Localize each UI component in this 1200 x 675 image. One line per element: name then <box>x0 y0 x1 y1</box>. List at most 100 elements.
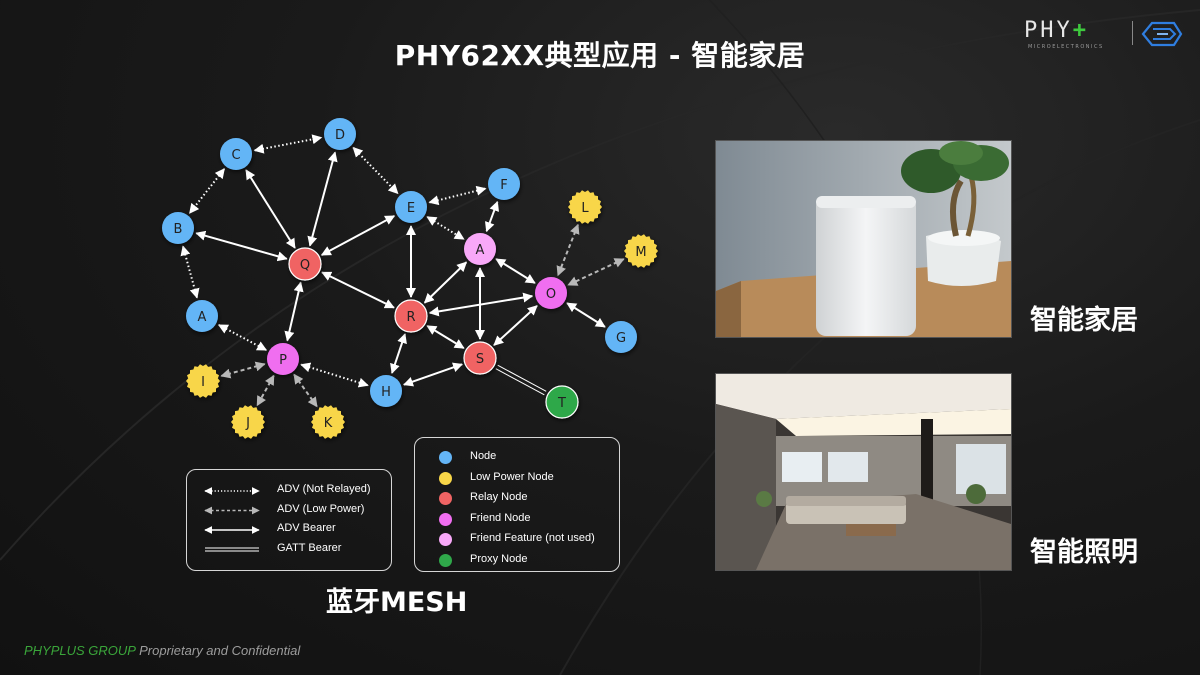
mesh-node-label: Q <box>300 258 310 273</box>
adv-bearer-link <box>426 325 465 349</box>
adv-low-power-link <box>556 223 580 277</box>
adv-not-relayed-link <box>188 168 226 214</box>
legend-dot-node <box>439 451 452 464</box>
mesh-node-a-node: A <box>186 300 218 332</box>
mesh-node-k-low-power: K <box>311 405 345 439</box>
mesh-node-l-low-power: L <box>568 190 602 224</box>
mesh-node-d-node: D <box>324 118 356 150</box>
adv-bearer-link <box>402 362 464 387</box>
link-legend-label: GATT Bearer <box>277 541 342 554</box>
adv-bearer-link <box>321 271 395 309</box>
logo-wordmark: PHY+ <box>1024 18 1089 43</box>
mesh-node-label: C <box>231 148 240 163</box>
mesh-node-h-node: H <box>370 375 402 407</box>
adv-low-power-link <box>256 374 275 407</box>
mesh-nodes: C D E F B A G H L M I J K Q R S A O P T <box>162 118 658 439</box>
mesh-node-i-low-power: I <box>186 364 220 398</box>
mesh-node-g-node: G <box>605 321 637 353</box>
mesh-node-label: B <box>174 222 183 237</box>
mesh-node-f-node: F <box>488 168 520 200</box>
mesh-node-label: K <box>324 416 333 431</box>
mesh-node-j-low-power: J <box>231 405 265 439</box>
link-legend-label: ADV (Low Power) <box>277 502 365 515</box>
legend-dot-proxy-node <box>439 553 452 567</box>
node-legend-label: Relay Node <box>470 491 528 503</box>
gatt-bearer-link <box>495 368 545 396</box>
adv-not-relayed-link <box>253 134 323 154</box>
link-legend-label: ADV (Not Relayed) <box>277 483 371 495</box>
mesh-node-a-friend-feature: A <box>464 233 496 265</box>
adv-bearer-link <box>495 258 536 284</box>
adv-bearer-link <box>390 333 407 374</box>
mesh-label: 蓝牙MESH <box>326 587 468 618</box>
mesh-diagram: C D E F B A G H L M I J K Q R S A O P T <box>162 118 658 439</box>
adv-bearer-link <box>195 230 288 262</box>
adv-bearer-link <box>245 169 296 249</box>
mesh-node-t-proxy: T <box>545 385 579 419</box>
mesh-node-p-friend: P <box>267 343 299 375</box>
adv-not-relayed-link <box>426 216 465 240</box>
mesh-node-e-node: E <box>395 191 427 223</box>
smart-home-caption: 智能家居 <box>1030 305 1138 336</box>
adv-not-relayed-link <box>300 362 369 388</box>
smart-lighting-room-photo <box>715 373 1012 571</box>
logo-subtitle: MICROELECTRONICS <box>1028 44 1104 50</box>
footer-brand: PHYPLUS GROUP <box>24 643 136 658</box>
mesh-node-label: D <box>335 128 345 143</box>
node-legend-label: Proxy Node <box>470 552 528 565</box>
mesh-node-m-low-power: M <box>624 234 658 268</box>
mesh-node-c-node: C <box>220 138 252 170</box>
smart-lighting-caption: 智能照明 <box>1030 537 1138 568</box>
adv-low-power-link <box>293 373 318 408</box>
phyplus-logo: PHY+ MICROELECTRONICS <box>1024 18 1186 52</box>
legend-dot-relay-node <box>439 492 452 505</box>
adv-low-power-link <box>220 361 266 379</box>
node-legend-label: Friend Feature (not used) <box>470 532 595 544</box>
mesh-node-label: F <box>500 178 507 193</box>
mesh-node-label: J <box>245 416 250 431</box>
adv-bearer-link <box>307 151 338 247</box>
adv-bearer-link <box>493 305 538 346</box>
mesh-node-label: E <box>407 201 415 216</box>
adv-not-relayed-link <box>428 185 487 206</box>
mesh-node-label: A <box>198 310 207 325</box>
adv-bearer-link <box>423 261 468 304</box>
slide-title: PHY62XX典型应用 - 智能家居 <box>394 39 806 72</box>
link-legend-label: ADV Bearer <box>277 522 336 534</box>
mesh-node-label: A <box>476 243 485 258</box>
mesh-node-r-relay: R <box>394 299 428 333</box>
legend-dot-friend-node <box>439 512 452 526</box>
mesh-node-label: R <box>406 310 415 325</box>
mesh-node-label: O <box>546 287 556 302</box>
node-legend-label: Friend Node <box>470 511 531 524</box>
footer: PHYPLUS GROUP Proprietary and Confidenti… <box>24 643 300 658</box>
mesh-node-label: T <box>557 396 566 411</box>
adv-not-relayed-link <box>217 324 268 351</box>
adv-bearer-link <box>320 215 396 256</box>
footer-confidential: Proprietary and Confidential <box>135 643 301 658</box>
gatt-bearer-link <box>497 364 547 392</box>
mesh-node-label: G <box>616 331 626 346</box>
mesh-node-q-relay: Q <box>288 247 322 281</box>
adv-not-relayed-link <box>180 245 200 299</box>
mesh-node-b-node: B <box>162 212 194 244</box>
legend-dot-friend-feature-not-used- <box>439 533 452 546</box>
adv-bearer-link <box>428 292 534 317</box>
link-legend-lines <box>204 487 260 552</box>
adv-not-relayed-link <box>352 146 399 195</box>
mesh-node-label: M <box>635 245 646 260</box>
mesh-node-label: S <box>476 352 484 367</box>
adv-bearer-link <box>485 200 499 233</box>
node-legend-label: Low Power Node <box>470 470 554 483</box>
mesh-node-label: H <box>381 385 391 400</box>
mesh-node-label: L <box>581 201 589 216</box>
logo-separator <box>1132 21 1133 45</box>
link-legend: ADV (Not Relayed) ADV (Low Power) ADV Bear… <box>186 469 392 571</box>
mesh-node-label: P <box>279 353 287 368</box>
mesh-node-s-relay: S <box>463 341 497 375</box>
logo-mark-icon <box>1141 21 1183 47</box>
adv-bearer-link <box>284 281 304 342</box>
mesh-node-label: I <box>201 375 205 390</box>
